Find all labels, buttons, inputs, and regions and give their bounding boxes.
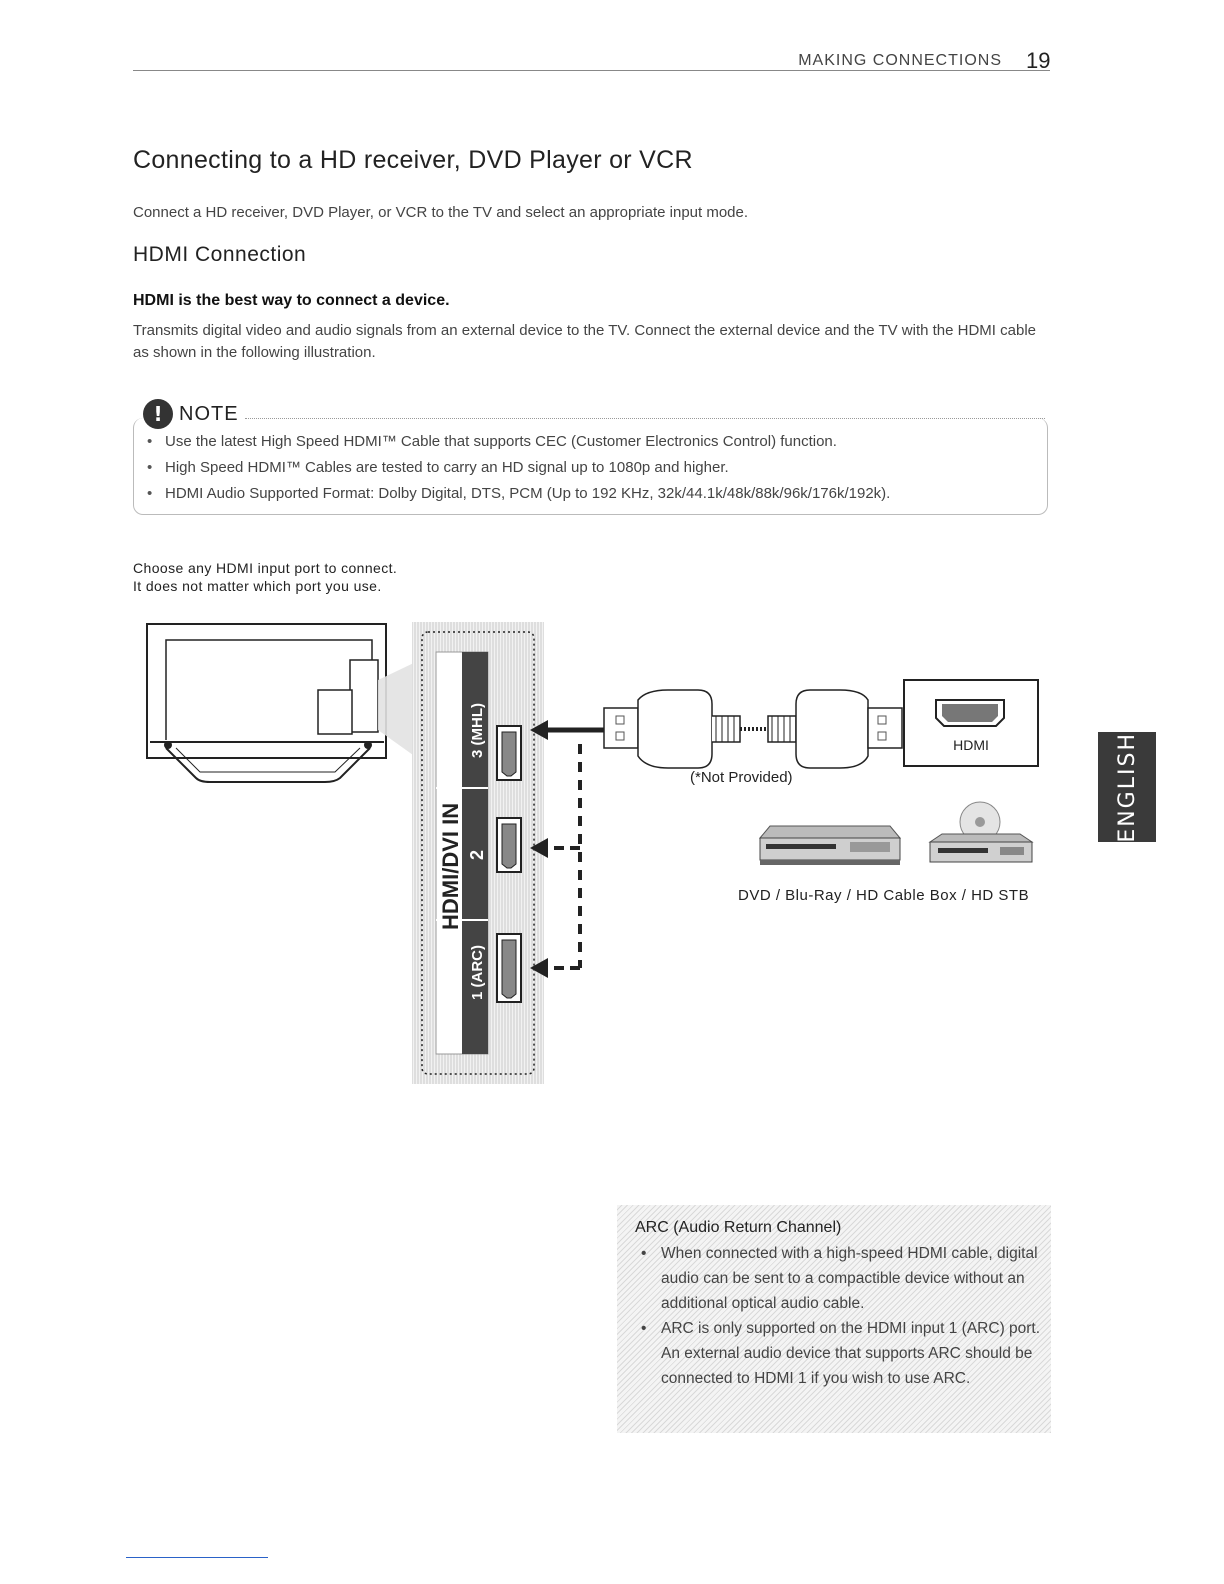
arc-list: When connected with a high-speed HDMI ca… (635, 1241, 1045, 1391)
arc-title: ARC (Audio Return Channel) (635, 1219, 842, 1236)
footer-link-rule (126, 1557, 268, 1558)
note-item: High Speed HDMI™ Cables are tested to ca… (147, 457, 890, 483)
page-number: 19 (1026, 48, 1051, 73)
header-rule (133, 70, 1050, 71)
intro-text: Connect a HD receiver, DVD Player, or VC… (133, 204, 749, 221)
language-tab-label: ENGLISH (1114, 731, 1140, 843)
hdmi-port-3 (496, 725, 522, 781)
note-list: Use the latest High Speed HDMI™ Cable th… (147, 431, 890, 509)
connection-arrows (530, 720, 604, 978)
hdmi-cable (603, 689, 903, 769)
hdmi-port-2 (496, 817, 522, 873)
hdmi-panel: HDMI/DVI IN 3 (MHL) 2 1 (ARC) (412, 622, 544, 1084)
section-label: MAKING CONNECTIONS (798, 52, 1002, 69)
subsection-title: HDMI Connection (133, 243, 307, 266)
note-label: NOTE (179, 402, 239, 425)
cable-caption: (*Not Provided) (690, 769, 793, 786)
arc-item: When connected with a high-speed HDMI ca… (635, 1241, 1045, 1316)
tv-illustration (146, 623, 420, 783)
hdmi-port-1 (496, 933, 522, 1003)
port-label-3: 3 (MHL) (469, 703, 486, 758)
arc-item: ARC is only supported on the HDMI input … (635, 1316, 1045, 1391)
page-title: Connecting to a HD receiver, DVD Player … (133, 146, 693, 174)
note-divider (245, 418, 1045, 419)
note-icon: ! (143, 399, 173, 429)
port-label-1: 1 (ARC) (469, 945, 486, 1000)
port-label-2: 2 (467, 850, 487, 860)
choose-port-text: Choose any HDMI input port to connect. I… (133, 559, 397, 595)
body-paragraph: Transmits digital video and audio signal… (133, 322, 1036, 361)
note-box (133, 418, 1048, 515)
note-header: ! NOTE (143, 399, 239, 429)
devices-caption: DVD / Blu-Ray / HD Cable Box / HD STB (738, 887, 1029, 904)
choose-line-1: Choose any HDMI input port to connect. (133, 560, 398, 576)
device-port-label: HDMI (953, 737, 989, 753)
dvd-player-icon (758, 825, 902, 865)
lead-text: HDMI is the best way to connect a device… (133, 292, 450, 309)
choose-line-2: It does not matter which port you use. (133, 578, 382, 594)
connection-diagram: HDMI/DVI IN 3 (MHL) 2 1 (ARC) (146, 622, 1039, 1084)
device-hdmi-port: HDMI (903, 679, 1039, 767)
panel-label: HDMI/DVI IN (438, 803, 463, 930)
arc-info-box: ARC (Audio Return Channel) When connecte… (617, 1205, 1051, 1433)
language-tab: ENGLISH (1098, 732, 1156, 842)
note-item: HDMI Audio Supported Format: Dolby Digit… (147, 483, 890, 509)
note-item: Use the latest High Speed HDMI™ Cable th… (147, 431, 890, 457)
bluray-player-icon (928, 801, 1034, 863)
